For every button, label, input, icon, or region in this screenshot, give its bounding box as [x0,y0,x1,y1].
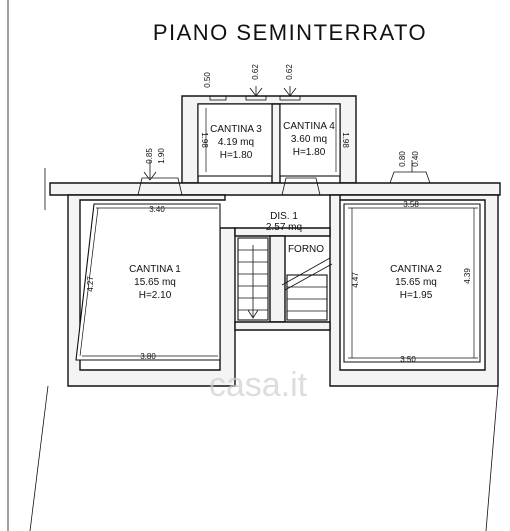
dim-c2-right: 4.39 [463,268,472,284]
wall-stair-top [234,227,331,237]
dim-win-c2-a: 0.80 [398,151,407,167]
site-line-left [29,385,49,531]
room-area: 4.19 mq [218,137,254,148]
label-cantina-3: CANTINA 3 4.19 mq H=1.80 [210,124,262,161]
stairs-left [237,237,269,321]
room-area: 15.65 mq [134,277,176,288]
dim-c2-left: 4.47 [351,272,360,288]
dim-win-c3: 0.50 [203,72,212,88]
dim-c1-side: 4.27 [86,276,95,292]
dim-c2-top: 3.58 [403,200,419,209]
plan-title: PIANO SEMINTERRATO [153,20,427,45]
label-dis: DIS. 1 2.57 mq [266,211,302,233]
room-height: H=1.95 [400,290,433,301]
dim-c1-top: 3.40 [149,205,165,214]
room-height: H=1.80 [293,147,326,158]
dim-c3-side: 1.98 [200,132,209,148]
window-dis [281,177,321,196]
window-cantina-2 [389,160,431,184]
main-wall-top [49,182,501,196]
window-cantina-1 [137,160,183,196]
wall-stair-mid [269,235,286,323]
dim-win-c4: 0.62 [285,64,294,80]
room-cantina-4 [279,103,341,177]
room-cantina-2 [343,203,481,363]
label-forno: FORNO [288,244,324,255]
room-name: DIS. 1 [270,211,298,222]
room-name: CANTINA 4 [283,121,335,132]
dim-win-c1-a: 0.85 [145,148,154,164]
dimension-lines [79,108,478,359]
room-area: 3.60 mq [291,134,327,145]
wall-cantina-1 [67,194,236,387]
room-cantina-1 [75,203,221,361]
room-name: CANTINA 3 [210,124,262,135]
dim-c2-bottom: 3.50 [400,355,416,364]
wall-stair-bottom [234,321,331,331]
dim-win-c2-b: 0.40 [411,151,420,167]
stairs-right [281,257,333,321]
room-area: 2.57 mq [266,222,302,233]
dim-win-mid: 0.62 [251,64,260,80]
wall-cantina-2 [329,194,499,387]
watermark: casa.it [209,366,308,404]
dim-c4-side: 1.98 [341,132,350,148]
site-line-right [485,385,499,531]
dim-c1-bottom: 3.80 [140,352,156,361]
label-cantina-4: CANTINA 4 3.60 mq H=1.80 [283,121,335,158]
room-cantina-3 [197,103,273,177]
label-cantina-2: CANTINA 2 15.65 mq H=1.95 [390,264,442,301]
room-height: H=2.10 [139,290,172,301]
room-height: H=1.80 [220,150,253,161]
room-name: CANTINA 1 [129,264,181,275]
room-area: 15.65 mq [395,277,437,288]
dim-win-c1-b: 1.90 [157,148,166,164]
room-name: CANTINA 2 [390,264,442,275]
partition-c3-c4 [271,103,281,184]
label-cantina-1: CANTINA 1 15.65 mq H=2.10 [129,264,181,301]
windows-annex [209,86,301,101]
